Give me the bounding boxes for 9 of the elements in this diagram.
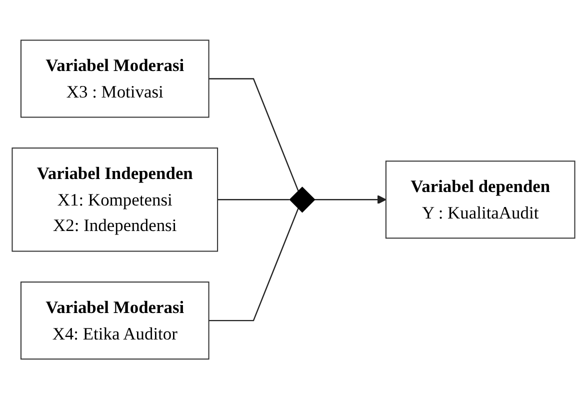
process-box: Variabel Moderasi X3 : Motivasi: [20, 40, 210, 118]
process-box: Variabel Moderasi X4: Etika Auditor: [20, 282, 210, 360]
junction-diamond: [289, 186, 316, 214]
process-box: Variabel dependen Y : KualitaAudit: [385, 160, 576, 240]
arrow: [314, 195, 386, 205]
connector-line: [208, 208, 299, 322]
connector-line: [208, 78, 299, 192]
connector-line: [218, 199, 290, 201]
process-box: Variabel Independen X1: Kompetensi X2: Independensi: [12, 148, 218, 252]
